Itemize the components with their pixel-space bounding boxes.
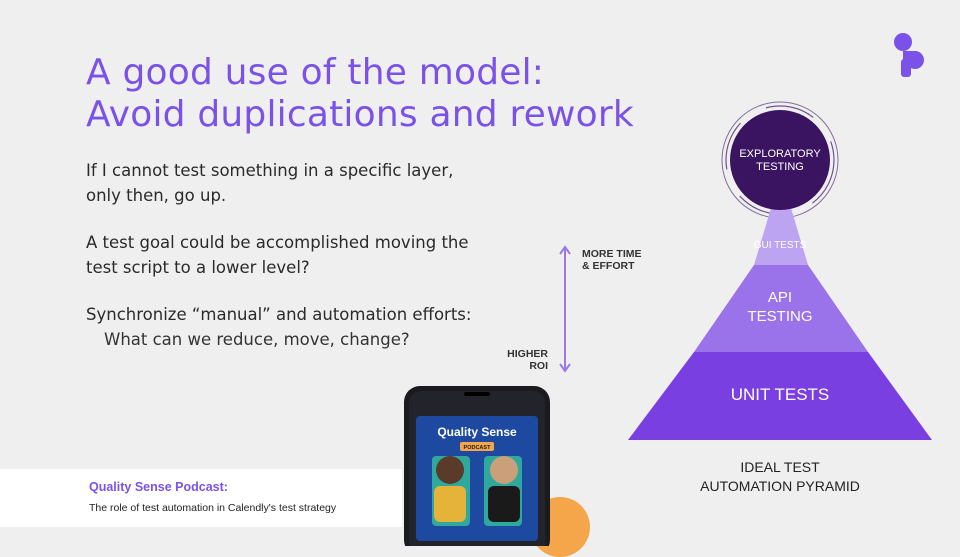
axis-top-line-2: & EFFORT — [582, 260, 635, 272]
axis-top-label: MORE TIME & EFFORT — [582, 248, 642, 272]
podcast-cover-badge: PODCAST — [464, 445, 492, 451]
api-testing-label-line-1: API — [768, 289, 792, 306]
axis-top-line-1: MORE TIME — [582, 248, 642, 260]
paragraph-2-line-1: A test goal could be accomplished moving… — [86, 233, 469, 252]
unit-tests-label: UNIT TESTS — [731, 385, 830, 404]
pyramid-layer-api — [694, 265, 868, 352]
axis-bottom-line-1: HIGHER — [507, 348, 548, 360]
paragraph-3-line-2: What can we reduce, move, change? — [104, 330, 410, 349]
paragraph-2: A test goal could be accomplished moving… — [86, 230, 469, 280]
slide-title: A good use of the model: Avoid duplicati… — [86, 52, 634, 136]
exploratory-circle — [730, 110, 830, 210]
gui-tests-label: GUI TESTS — [754, 240, 807, 251]
pyramid-layer-gui — [754, 198, 808, 265]
pyramid-caption-line-2: AUTOMATION PYRAMID — [700, 478, 860, 494]
podcast-card[interactable] — [0, 469, 402, 527]
pyramid-layer-unit — [628, 352, 932, 440]
title-line-1: A good use of the model: — [86, 52, 545, 93]
paragraph-1-line-1: If I cannot test something in a specific… — [86, 161, 454, 180]
circle-label-line-2: TESTING — [756, 161, 804, 173]
host-avatar-right — [490, 456, 518, 484]
axis-bottom-line-2: ROI — [529, 360, 548, 372]
api-testing-label-line-2: TESTING — [747, 308, 812, 325]
paragraph-1: If I cannot test something in a specific… — [86, 158, 453, 208]
podcast-card-title: Quality Sense Podcast: — [89, 480, 228, 494]
host-avatar-left — [436, 456, 464, 484]
test-automation-pyramid: EXPLORATORY TESTING GUI TESTS API TESTIN… — [628, 101, 932, 494]
pyramid-caption-line-1: IDEAL TEST — [740, 459, 820, 475]
title-line-2: Avoid duplications and rework — [86, 94, 634, 135]
phone-mockup: Quality Sense PODCAST — [404, 386, 550, 546]
paragraph-2-line-2: test script to a lower level? — [86, 258, 310, 277]
effort-roi-arrow — [559, 245, 571, 373]
axis-bottom-label: HIGHER ROI — [500, 348, 548, 372]
podcast-card-subtitle: The role of test automation in Calendly'… — [89, 502, 337, 514]
brand-logo-icon — [894, 33, 924, 77]
podcast-cover-title: Quality Sense — [437, 425, 517, 439]
paragraph-3-line-1: Synchronize “manual” and automation effo… — [86, 305, 472, 324]
paragraph-3: Synchronize “manual” and automation effo… — [86, 302, 471, 352]
circle-label-line-1: EXPLORATORY — [739, 148, 821, 160]
paragraph-1-line-2: only then, go up. — [86, 186, 227, 205]
